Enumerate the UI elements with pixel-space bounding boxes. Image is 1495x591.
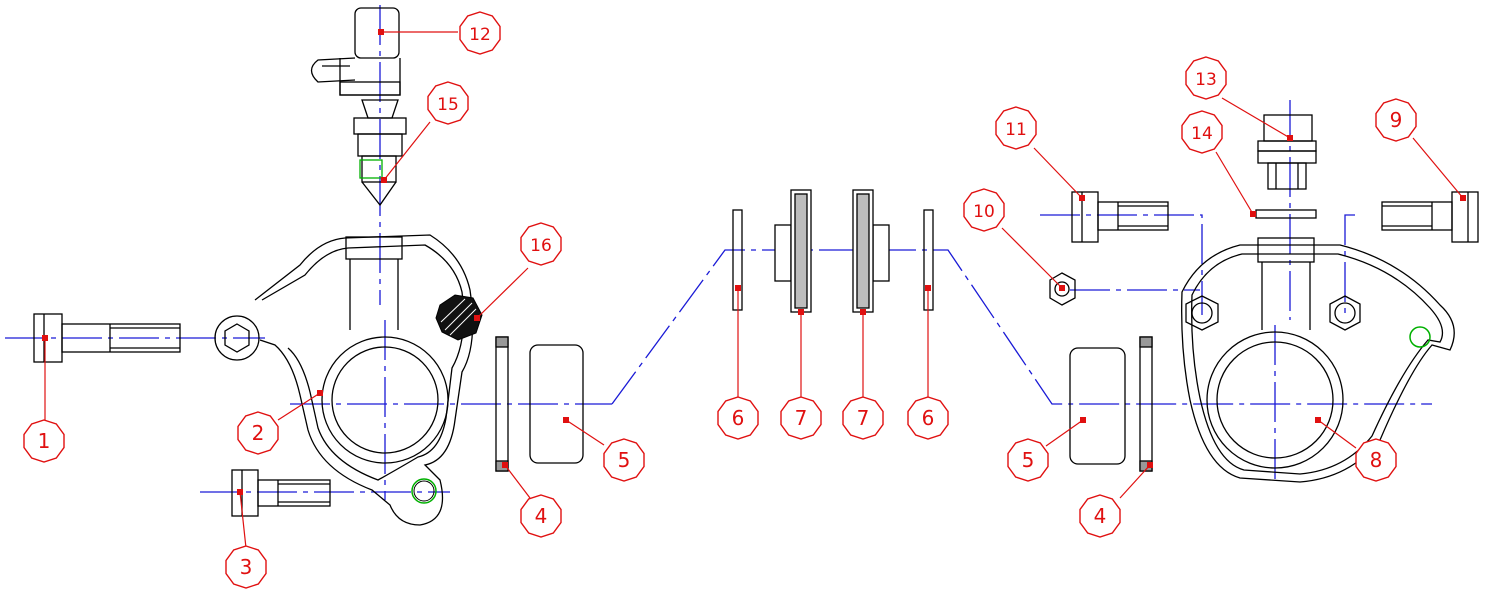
callout-balloon [225, 545, 267, 589]
callout-10-nut: 10 [963, 188, 1005, 232]
bolt-9 [1381, 191, 1479, 243]
leader-lines [44, 31, 1464, 549]
callout-balloon [842, 396, 884, 440]
callout-label: 15 [437, 95, 459, 115]
washer-14 [1255, 209, 1317, 219]
brake-pad-7-left [774, 189, 812, 313]
callout-balloon [1079, 494, 1121, 538]
bleeder-cap-12 [310, 7, 401, 96]
callout-16-plug: 16 [520, 222, 562, 266]
plug-16 [435, 294, 483, 341]
callout-label: 13 [1195, 70, 1217, 90]
callout-12-bleeder-cap: 12 [459, 11, 501, 55]
callout-label: 8 [1370, 448, 1383, 472]
bleed-port-left [411, 478, 437, 504]
callout-7-brake-pad: 7 [780, 396, 822, 440]
callout-label: 6 [732, 406, 745, 430]
leader-dots [42, 29, 1466, 495]
callout-balloon [1181, 110, 1223, 154]
callout-label: 4 [535, 504, 548, 528]
callout-balloon [1185, 56, 1227, 100]
bleed-port-left-inner [413, 480, 435, 502]
callout-1-bolt: 1 [23, 419, 65, 463]
callout-6-shim: 6 [907, 396, 949, 440]
callout-label: 12 [469, 25, 491, 45]
nut-10 [1049, 272, 1076, 306]
callout-4-seal-ring: 4 [1079, 494, 1121, 538]
callout-label: 5 [618, 448, 631, 472]
bolt-1 [33, 313, 181, 363]
callout-balloon [237, 411, 279, 455]
callout-8-caliper-half-right: 8 [1355, 438, 1397, 482]
callout-balloon [427, 81, 469, 125]
callout-3-bolt: 3 [225, 545, 267, 589]
piston-5-right [1069, 347, 1126, 465]
callout-label: 4 [1094, 504, 1107, 528]
brake-pad-7-right [852, 189, 890, 313]
callout-label: 11 [1005, 120, 1027, 140]
callout-balloon [780, 396, 822, 440]
callout-balloon [963, 188, 1005, 232]
bleed-port-right [1409, 326, 1431, 348]
callout-balloon [907, 396, 949, 440]
callout-balloon [459, 11, 501, 55]
plug-13 [1257, 114, 1317, 190]
callout-label: 2 [252, 421, 265, 445]
callout-balloon [717, 396, 759, 440]
callout-label: 5 [1022, 448, 1035, 472]
callout-14-washer: 14 [1181, 110, 1223, 154]
callout-5-piston: 5 [1007, 438, 1049, 482]
callout-5-piston: 5 [603, 438, 645, 482]
bolt-3 [231, 469, 331, 517]
callout-2-caliper-half-left: 2 [237, 411, 279, 455]
callout-label: 16 [530, 236, 552, 256]
callout-label: 10 [973, 202, 995, 222]
bolt-11 [1071, 191, 1169, 243]
callout-label: 3 [240, 555, 253, 579]
caliper-body-left [214, 234, 474, 526]
callout-6-shim: 6 [717, 396, 759, 440]
callout-balloon [520, 494, 562, 538]
callout-balloon [995, 106, 1037, 150]
callout-label: 7 [795, 406, 808, 430]
callout-15-bleeder-valve: 15 [427, 81, 469, 125]
callout-label: 9 [1390, 108, 1403, 132]
callout-label: 7 [857, 406, 870, 430]
callout-balloon [520, 222, 562, 266]
callout-9-bolt: 9 [1375, 98, 1417, 142]
callout-label: 14 [1191, 124, 1213, 144]
callout-label: 1 [38, 429, 51, 453]
callout-balloon [603, 438, 645, 482]
callout-13-plug: 13 [1185, 56, 1227, 100]
callout-4-seal-ring: 4 [520, 494, 562, 538]
piston-5-left [529, 344, 584, 464]
callout-11-bolt: 11 [995, 106, 1037, 150]
callout-7-brake-pad: 7 [842, 396, 884, 440]
callout-balloon [1355, 438, 1397, 482]
callout-label: 6 [922, 406, 935, 430]
callout-balloon [23, 419, 65, 463]
callout-balloon [1007, 438, 1049, 482]
caliper-body-right [1181, 237, 1455, 483]
bleeder-valve-15 [353, 99, 407, 207]
callout-balloon [1375, 98, 1417, 142]
